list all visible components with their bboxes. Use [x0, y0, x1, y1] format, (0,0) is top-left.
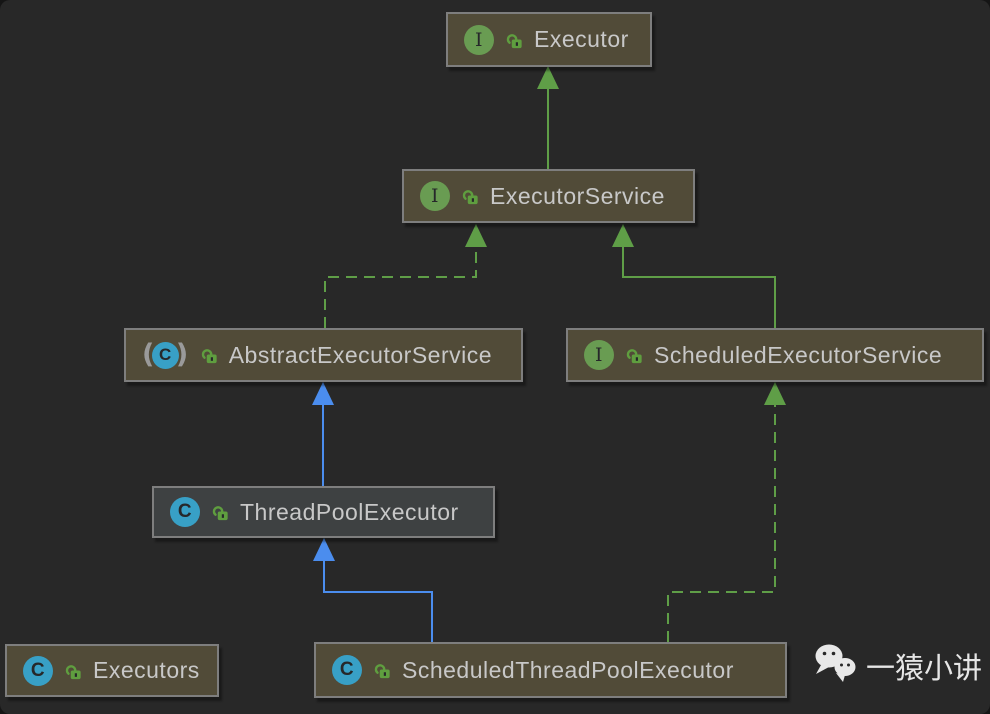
class-name-label: ThreadPoolExecutor: [240, 498, 459, 525]
interface-icon: I: [464, 24, 494, 55]
public-lock-icon: [211, 502, 229, 522]
public-lock-icon: [505, 30, 523, 50]
class-name-label: AbstractExecutorService: [228, 341, 493, 368]
class-name-label: ScheduledThreadPoolExecutor: [402, 656, 734, 683]
edge-scheduledthreadpoolexecutor-extends-threadpoolexecutor: [313, 538, 433, 642]
edge-threadpoolexecutor-extends-abstractexecutorservice: [312, 382, 334, 486]
public-lock-icon: [64, 661, 82, 681]
node-abstract-executor-service[interactable]: ( C ) AbstractExecutorService: [124, 328, 523, 382]
edge-scheduledexecutorservice-extends-executorservice: [612, 224, 776, 328]
class-icon: C: [332, 655, 362, 685]
public-lock-icon: [373, 660, 391, 680]
node-executor[interactable]: I Executor: [446, 12, 652, 67]
public-lock-icon: [461, 186, 479, 206]
watermark-text: 一猿小讲: [866, 653, 983, 685]
node-thread-pool-executor[interactable]: C ThreadPoolExecutor: [152, 486, 495, 538]
edge-executorservice-extends-executor: [537, 66, 559, 169]
public-lock-icon: [625, 345, 643, 365]
wechat-icon: [812, 641, 858, 691]
interface-icon: I: [420, 181, 450, 211]
class-icon: C: [170, 497, 200, 527]
class-name-label: Executor: [534, 26, 629, 52]
edge-abstractexecutorservice-implements-executorservice: [324, 224, 487, 328]
edge-scheduledthreadpoolexecutor-implements-scheduledexecutorservice: [667, 382, 786, 642]
public-lock-icon: [200, 345, 218, 365]
interface-icon: I: [584, 340, 614, 370]
class-name-label: ScheduledExecutorService: [654, 341, 943, 368]
class-name-label: Executors: [93, 657, 200, 683]
node-scheduled-thread-pool-executor[interactable]: C ScheduledThreadPoolExecutor: [314, 642, 787, 698]
node-executors[interactable]: C Executors: [5, 644, 219, 697]
node-scheduled-executor-service[interactable]: I ScheduledExecutorService: [566, 328, 984, 382]
abstract-class-icon: ( C ): [142, 339, 189, 370]
class-name-label: ExecutorService: [490, 182, 665, 209]
watermark: 一猿小讲: [812, 641, 982, 691]
class-icon: C: [23, 655, 53, 686]
node-executor-service[interactable]: I ExecutorService: [402, 169, 695, 223]
